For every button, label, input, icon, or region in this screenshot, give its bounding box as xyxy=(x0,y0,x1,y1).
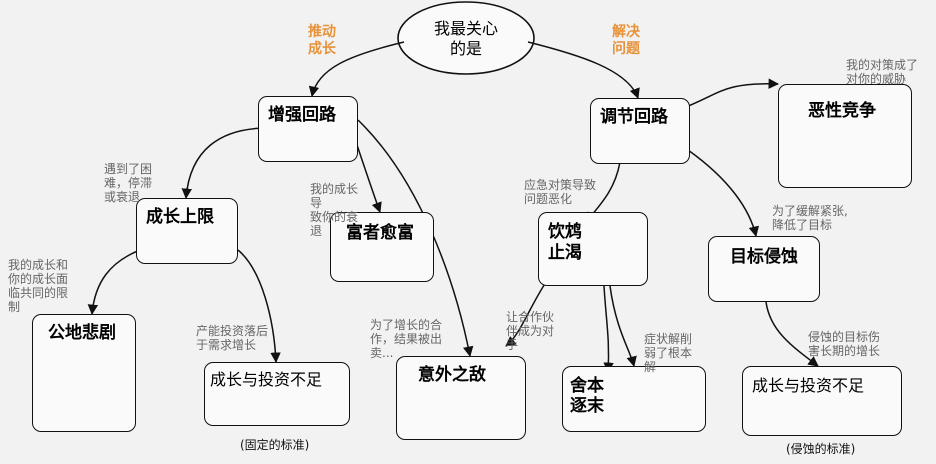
node-escalation-box[interactable] xyxy=(778,84,912,188)
arrow-goals-underinvest2 xyxy=(765,301,819,367)
note-adversaries-b: 让合作伙 伴成为对 手 xyxy=(506,310,555,352)
arrow-balancing-escalation xyxy=(677,78,780,111)
arrow-fix-adversaries xyxy=(505,281,547,347)
caption-fixed-standard: (固定的标准) xyxy=(240,438,310,452)
arrow-center-balancing xyxy=(527,41,640,99)
arrow-balancing-goals xyxy=(687,149,759,238)
arrow-center-reinforcing xyxy=(308,41,405,98)
arrow-fix-burden2 xyxy=(609,285,637,368)
node-underinvest2-box[interactable] xyxy=(742,366,902,436)
node-burden-box[interactable] xyxy=(562,366,706,432)
note-adversaries-a: 为了增长的合 作，结果被出 卖... xyxy=(370,318,443,360)
note-goals: 为了缓解紧张, 降低了目标 xyxy=(772,204,848,232)
branch-label-growth: 推动 成长 xyxy=(308,24,336,57)
node-limits-box[interactable] xyxy=(136,198,238,264)
node-limits-title: 成长上限 xyxy=(146,207,214,227)
caption-eroding-standard: (侵蚀的标准) xyxy=(786,442,856,456)
node-goals-box[interactable] xyxy=(708,236,820,302)
note-underinvest: 产能投资落后 于需求增长 xyxy=(196,324,269,352)
node-commons-title: 公地悲剧 xyxy=(48,323,116,343)
note-limits: 遇到了困 难，停滞 或衰退 xyxy=(104,162,153,204)
connectors xyxy=(87,41,819,374)
note-commons: 我的成长和 你的成长面 临共同的限 制 xyxy=(8,258,69,314)
node-adversaries-title: 意外之敌 xyxy=(418,365,486,385)
center-ellipse xyxy=(397,1,535,75)
node-success-title: 富者愈富 xyxy=(346,223,414,243)
node-success-box[interactable] xyxy=(330,212,434,282)
node-balancing-box[interactable] xyxy=(590,98,690,164)
node-burden-title: 舍本 逐末 xyxy=(570,376,604,416)
branch-label-solve: 解决 问题 xyxy=(612,24,640,57)
node-underinvest-box[interactable] xyxy=(204,362,350,426)
node-underinvest-title: 成长与投资不足 xyxy=(210,370,323,389)
node-reinforcing-title: 增强回路 xyxy=(268,105,336,125)
node-underinvest2-title: 成长与投资不足 xyxy=(752,376,865,395)
note-escalation: 我的对策成了 对你的威胁 xyxy=(846,58,919,86)
node-commons-box[interactable] xyxy=(32,314,136,432)
arrow-limits-commons xyxy=(87,249,141,316)
note-burden: 症状解削 弱了根本 解 xyxy=(644,332,693,374)
arrow-reinforcing-limits xyxy=(181,127,269,200)
arrow-limits-underinvest xyxy=(237,249,281,364)
node-balancing-title: 调节回路 xyxy=(600,107,668,127)
node-reinforcing-box[interactable] xyxy=(258,96,358,162)
node-fix-title: 饮鸩 止渴 xyxy=(548,222,582,263)
note-fix: 应急对策导致 问题恶化 xyxy=(524,178,597,206)
center-question: 我最关心 的是 xyxy=(433,19,498,58)
note-underinvest2: 侵蚀的目标伤 害长期的增长 xyxy=(808,330,881,358)
node-adversaries-box[interactable] xyxy=(396,356,526,440)
node-goals-title: 目标侵蚀 xyxy=(730,247,798,267)
node-fix-box[interactable] xyxy=(538,212,648,286)
node-escalation-title: 恶性竞争 xyxy=(808,101,876,121)
arrow-fix-burden xyxy=(603,285,614,374)
note-success: 我的成长 导 致你的衰 退 xyxy=(310,182,359,238)
